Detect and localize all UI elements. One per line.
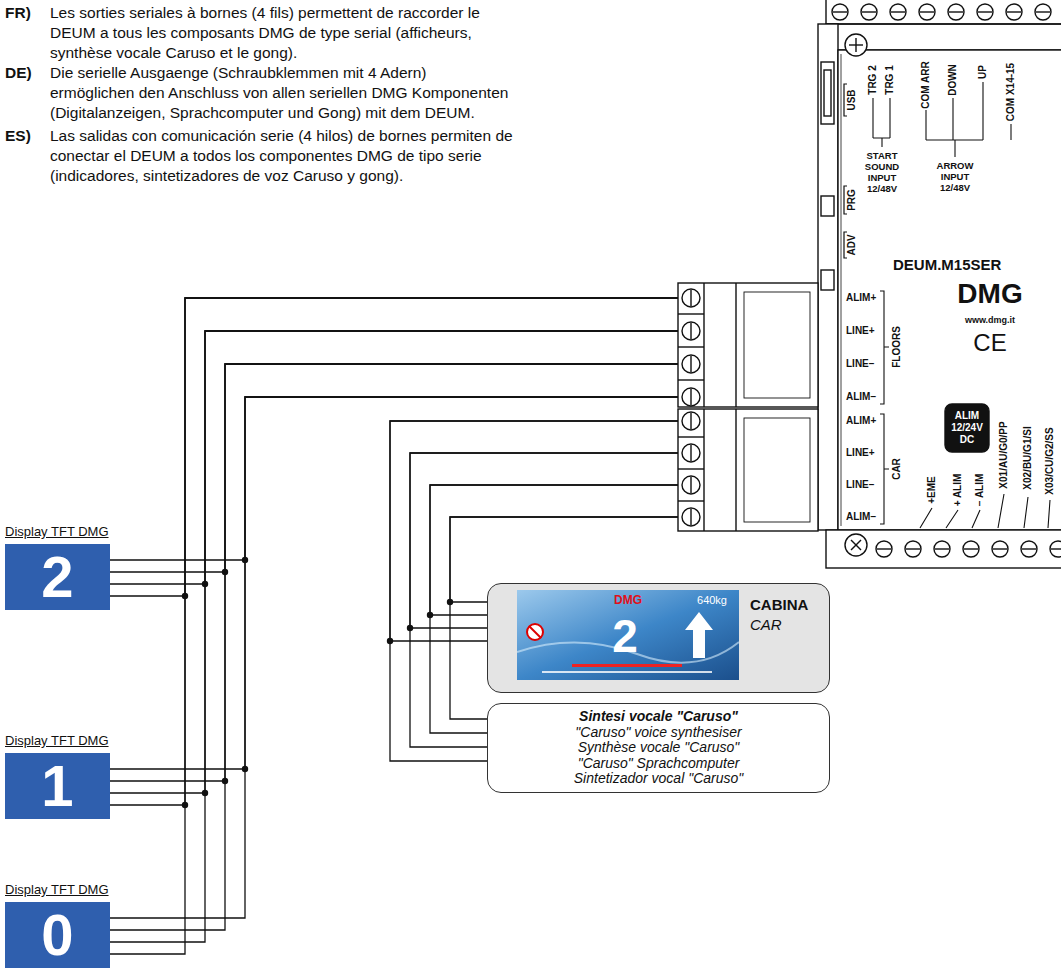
display-caption: Display TFT DMG <box>5 882 110 898</box>
display-caption: Display TFT DMG <box>5 733 110 749</box>
box-text: Sintesi vocale "Caruso" <box>496 709 821 725</box>
device-model: DEUM.M15SER <box>893 256 1001 273</box>
website: www.dmg.it <box>965 315 1015 325</box>
note-block: FR)Les sorties seriales à bornes (4 fils… <box>5 3 520 186</box>
ce-mark: CE <box>973 329 1006 357</box>
terminal-label: COM X14-15 <box>1005 63 1017 121</box>
box-title: CABINA <box>750 596 808 613</box>
terminal-label: X02/BU/G1/SI <box>1022 426 1034 489</box>
floor-display: Display TFT DMG 2 <box>5 524 110 610</box>
language-tag: FR) <box>5 3 50 63</box>
input-label: ARROW INPUT 12/48V <box>932 160 978 193</box>
screen-logo: DMG <box>614 594 642 608</box>
terminal-label: − ALIM <box>974 474 986 507</box>
floor-number: 0 <box>5 902 110 968</box>
brand-logo: DMG <box>957 278 1022 310</box>
box-text: Synthèse vocale "Caruso" <box>496 740 821 756</box>
terminal-label: UP <box>977 65 989 79</box>
button-label: PRG <box>846 189 858 211</box>
note-row: DE)Die serielle Ausgaenge (Schraubklemme… <box>5 63 520 123</box>
box-text: "Caruso" Sprachcomputer <box>496 756 821 772</box>
power-badge: ALIM 12/24V DC <box>945 410 989 446</box>
button-label: ADV <box>846 234 858 255</box>
bus-name: CAR <box>891 458 903 480</box>
terminal-label: TRG 2 <box>867 65 879 94</box>
serial-bus-wire <box>110 298 678 599</box>
bus-name: FLOORS <box>891 326 903 368</box>
note-text: Die serielle Ausgaenge (Schraubklemmen m… <box>50 63 515 123</box>
terminal-label: X03/CU/G2/SS <box>1044 427 1056 494</box>
pin-label: ALIM− <box>846 511 876 523</box>
pin-label: ALIM+ <box>846 415 876 427</box>
box-text: "Caruso" voice synthesiser <box>496 725 821 741</box>
terminal-label: TRG 1 <box>884 65 896 94</box>
note-text: Las salidas con comunicación serie (4 hi… <box>50 126 515 186</box>
terminal-label: DOWN <box>947 64 959 96</box>
pin-label: ALIM+ <box>846 292 876 304</box>
language-tag: DE) <box>5 63 50 123</box>
port-label: USB <box>846 89 858 110</box>
box-text: Sintetizador vocal "Caruso" <box>496 771 821 787</box>
input-label: START SOUND INPUT 12/48V <box>859 150 905 194</box>
language-tag: ES) <box>5 126 50 186</box>
terminal-label: + ALIM <box>952 474 964 507</box>
pin-label: LINE+ <box>846 325 875 337</box>
pin-label: LINE− <box>846 479 875 491</box>
car-display-box: CABINA CAR <box>487 583 830 693</box>
screen-floor: 2 <box>612 610 638 663</box>
floor-number: 1 <box>5 753 110 819</box>
display-caption: Display TFT DMG <box>5 524 110 540</box>
floor-number: 2 <box>5 544 110 610</box>
note-text: Les sorties seriales à bornes (4 fils) p… <box>50 3 515 63</box>
box-title: CAR <box>750 616 782 633</box>
screen-load: 640kg <box>697 594 727 607</box>
note-row: FR)Les sorties seriales à bornes (4 fils… <box>5 3 520 63</box>
pin-label: ALIM− <box>846 391 876 403</box>
terminal-label: +EME <box>926 476 938 504</box>
floor-display: Display TFT DMG 0 <box>5 882 110 968</box>
terminal-label: X01/AU/G0/PP <box>998 421 1010 488</box>
pin-label: LINE+ <box>846 447 875 459</box>
floor-display: Display TFT DMG 1 <box>5 733 110 819</box>
note-row: ES)Las salidas con comunicación serie (4… <box>5 126 520 186</box>
terminal-label: COM ARR <box>920 61 932 108</box>
pin-label: LINE− <box>846 358 875 370</box>
voice-synth-box: Sintesi vocale "Caruso""Caruso" voice sy… <box>487 703 830 793</box>
